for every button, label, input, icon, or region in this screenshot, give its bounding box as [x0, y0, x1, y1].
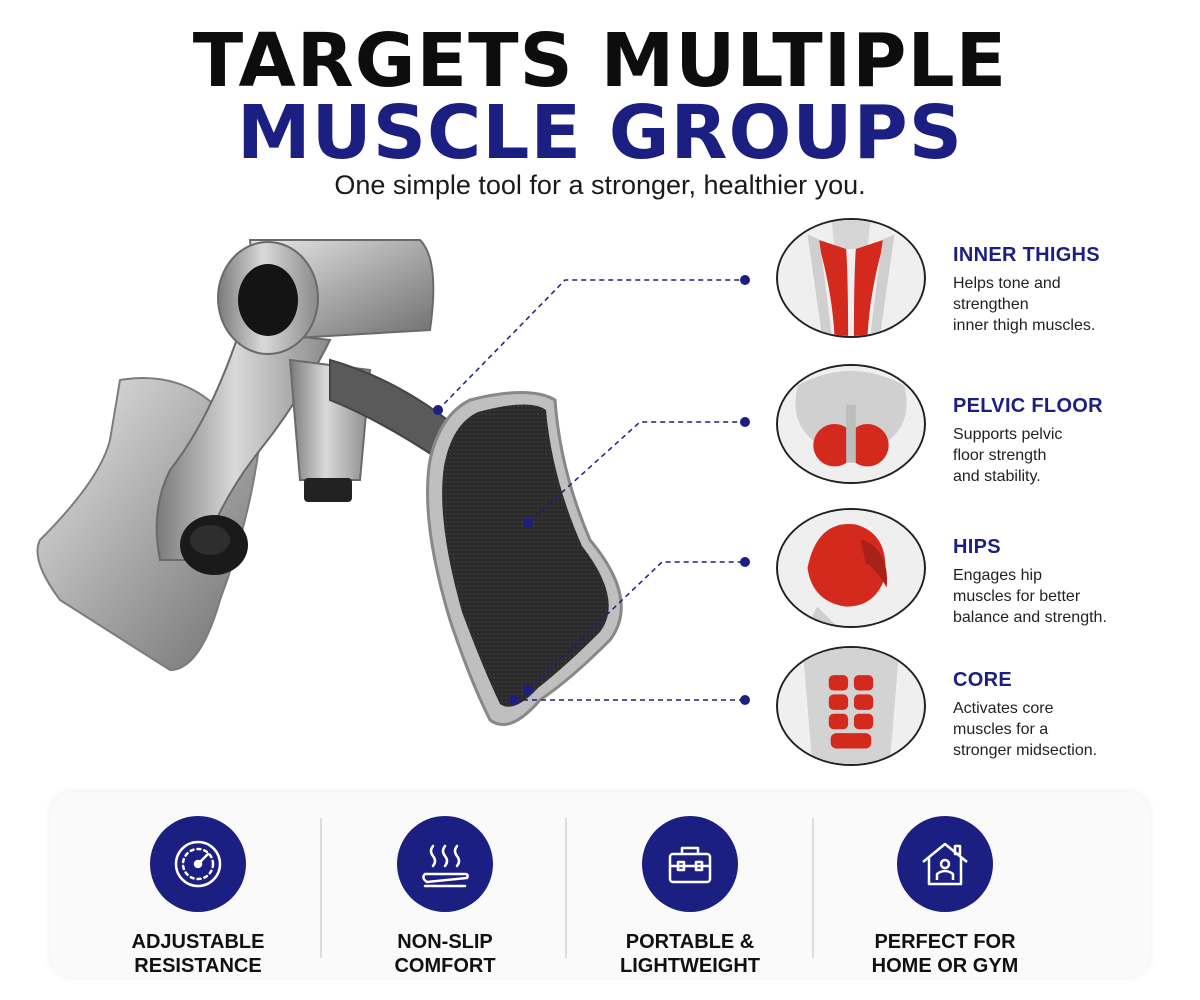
muscle-title: HIPS: [953, 536, 1001, 558]
muscle-item-core: CORE Activates core muscles for a strong…: [953, 669, 1183, 761]
headline-line-2: MUSCLE GROUPS: [236, 90, 964, 176]
hips-icon: [776, 508, 926, 628]
feature-non-slip-comfort: NON-SLIP COMFORT: [335, 816, 555, 978]
gauge-icon: [150, 816, 246, 912]
muscle-description: Engages hip muscles for better balance a…: [953, 567, 1107, 626]
muscle-item-hips: HIPS Engages hip muscles for better bala…: [953, 536, 1183, 628]
heat-pad-icon: [397, 816, 493, 912]
feature-divider: [320, 818, 322, 958]
headline-line-1: TARGETS MULTIPLE: [192, 18, 1008, 104]
feature-portable-lightweight: PORTABLE & LIGHTWEIGHT: [580, 816, 800, 978]
briefcase-icon: [642, 816, 738, 912]
muscle-item-pelvic-floor: PELVIC FLOOR Supports pelvic floor stren…: [953, 395, 1183, 487]
muscle-description: Supports pelvic floor strength and stabi…: [953, 426, 1063, 485]
tagline: One simple tool for a stronger, healthie…: [334, 170, 866, 200]
trainer-product-image: [36, 239, 623, 726]
muscle-description: Helps tone and strengthen inner thigh mu…: [953, 275, 1096, 334]
home-icon: [897, 816, 993, 912]
pelvic-floor-icon: [776, 364, 926, 484]
inner-thighs-icon: [776, 218, 926, 338]
muscle-item-inner-thighs: INNER THIGHS Helps tone and strengthen i…: [953, 244, 1183, 336]
feature-label: PERFECT FOR HOME OR GYM: [871, 931, 1019, 977]
feature-label: NON-SLIP COMFORT: [394, 931, 496, 977]
feature-adjustable-resistance: ADJUSTABLE RESISTANCE: [88, 816, 308, 978]
muscle-title: PELVIC FLOOR: [953, 395, 1103, 417]
feature-home-or-gym: PERFECT FOR HOME OR GYM: [835, 816, 1055, 978]
feature-divider: [565, 818, 567, 958]
feature-divider: [812, 818, 814, 958]
muscle-title: INNER THIGHS: [953, 244, 1100, 266]
core-icon: [776, 646, 926, 766]
feature-label: PORTABLE & LIGHTWEIGHT: [620, 931, 760, 977]
feature-label: ADJUSTABLE RESISTANCE: [131, 931, 265, 977]
muscle-title: CORE: [953, 669, 1012, 691]
muscle-description: Activates core muscles for a stronger mi…: [953, 700, 1098, 759]
